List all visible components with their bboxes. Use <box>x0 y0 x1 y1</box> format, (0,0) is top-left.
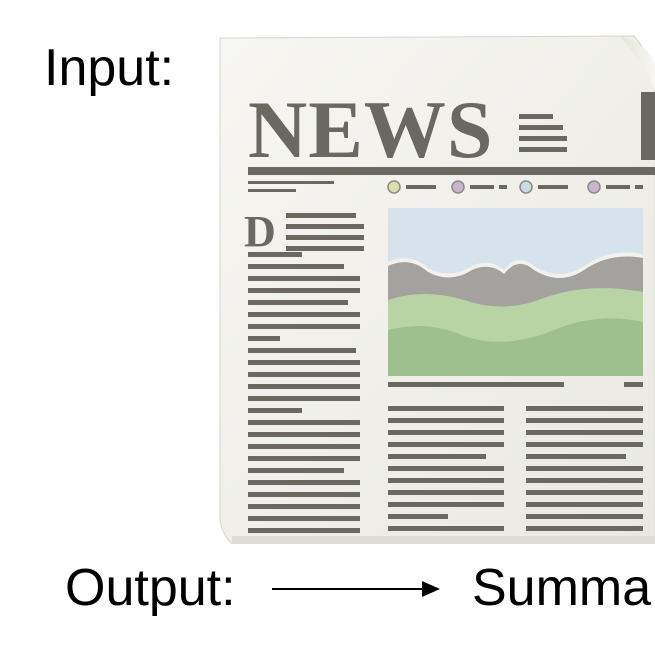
right-column-text <box>526 406 643 531</box>
masthead-title: NEWS <box>248 84 494 175</box>
newspaper-illustration: NEWS D <box>214 30 655 544</box>
left-column-text <box>248 213 364 533</box>
output-label: Output: <box>65 559 236 617</box>
summary-label: Summa <box>472 559 652 617</box>
masthead-side-lines <box>519 92 655 160</box>
header-rule <box>248 167 655 175</box>
drop-cap: D <box>244 207 276 256</box>
landscape-picture <box>388 208 643 376</box>
paper-curl <box>619 36 655 90</box>
middle-column-text <box>388 406 504 531</box>
subheader-lines <box>248 181 334 192</box>
paper-bottom-shadow <box>232 536 655 544</box>
input-label: Input: <box>44 39 175 97</box>
dot-ornament-row <box>387 180 643 194</box>
right-arrow-icon <box>272 578 442 600</box>
picture-caption-lines <box>388 382 643 387</box>
